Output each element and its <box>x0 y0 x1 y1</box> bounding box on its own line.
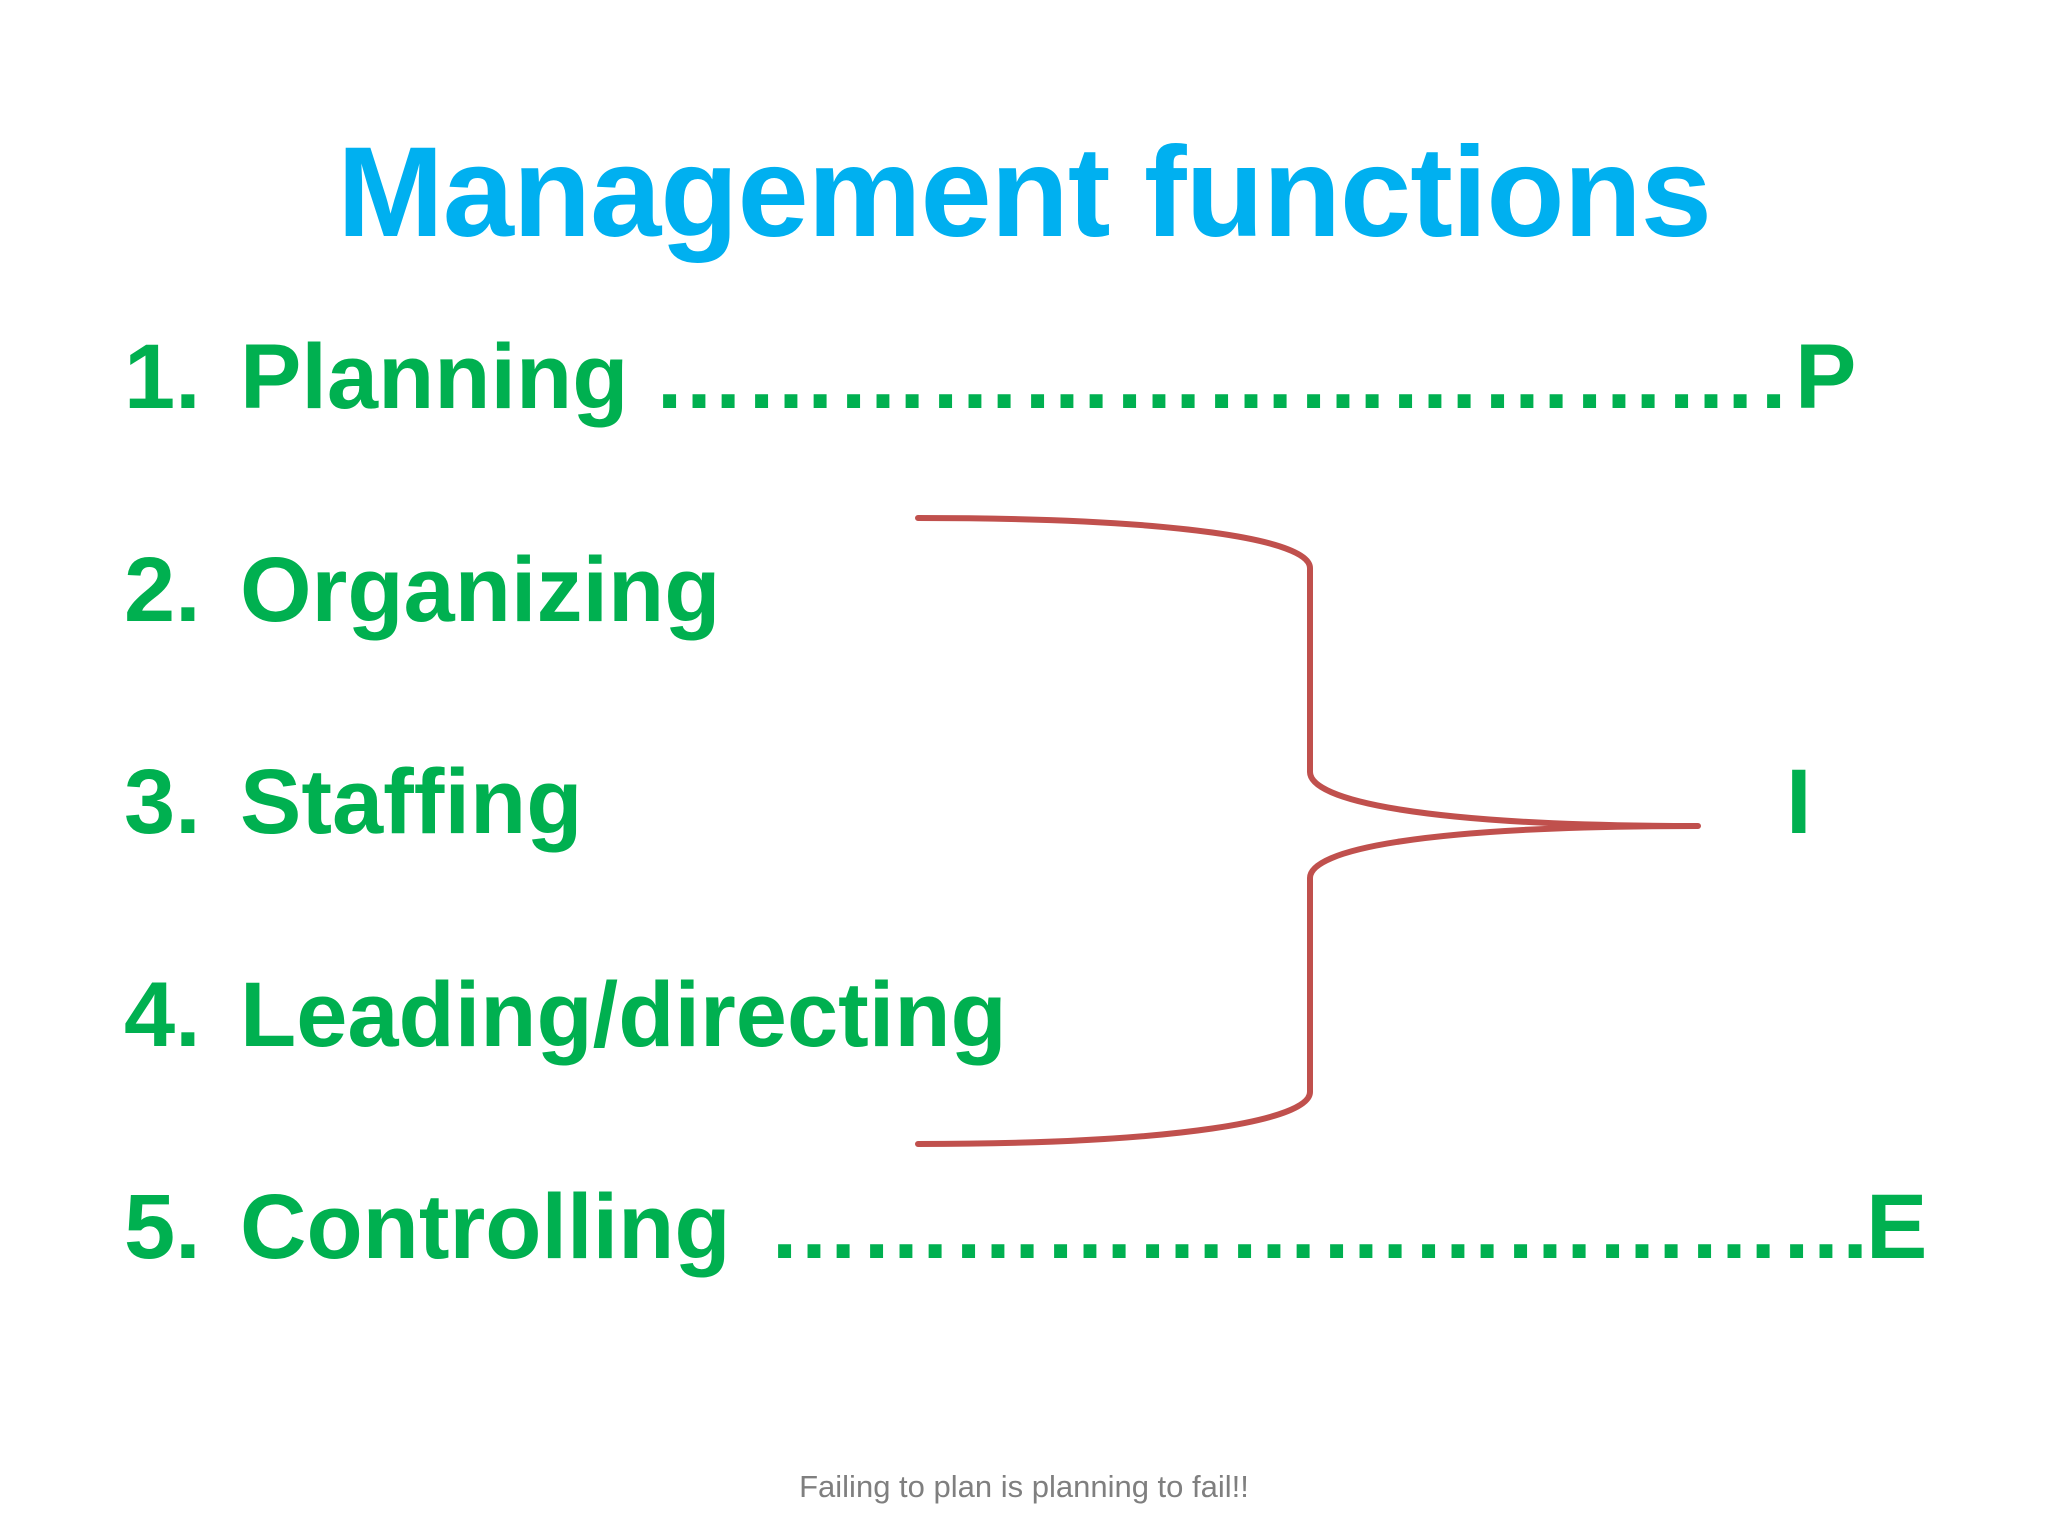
slide-title: Management functions <box>337 121 1712 264</box>
letter-i: I <box>1786 751 1812 853</box>
function-number: 1. <box>124 326 201 428</box>
function-number: 2. <box>124 539 201 641</box>
controlling-dotted-leader: ……………………………….. <box>768 1176 1866 1278</box>
planning-dotted-leader: …………………………………… <box>653 326 1795 428</box>
function-label: Staffing <box>240 751 583 853</box>
footer-quote: Failing to plan is planning to fail!! <box>799 1469 1249 1504</box>
function-number: 3. <box>124 751 201 853</box>
function-number: 5. <box>124 1176 201 1278</box>
brace-path <box>915 515 1701 1147</box>
letter-e: E <box>1866 1176 1928 1278</box>
letter-p: P <box>1795 326 1857 428</box>
function-number: 4. <box>124 964 201 1066</box>
function-label: Leading/directing <box>240 964 1007 1066</box>
function-label: Controlling <box>240 1176 731 1278</box>
function-label: Organizing <box>240 539 721 641</box>
function-label: Planning <box>240 326 629 428</box>
